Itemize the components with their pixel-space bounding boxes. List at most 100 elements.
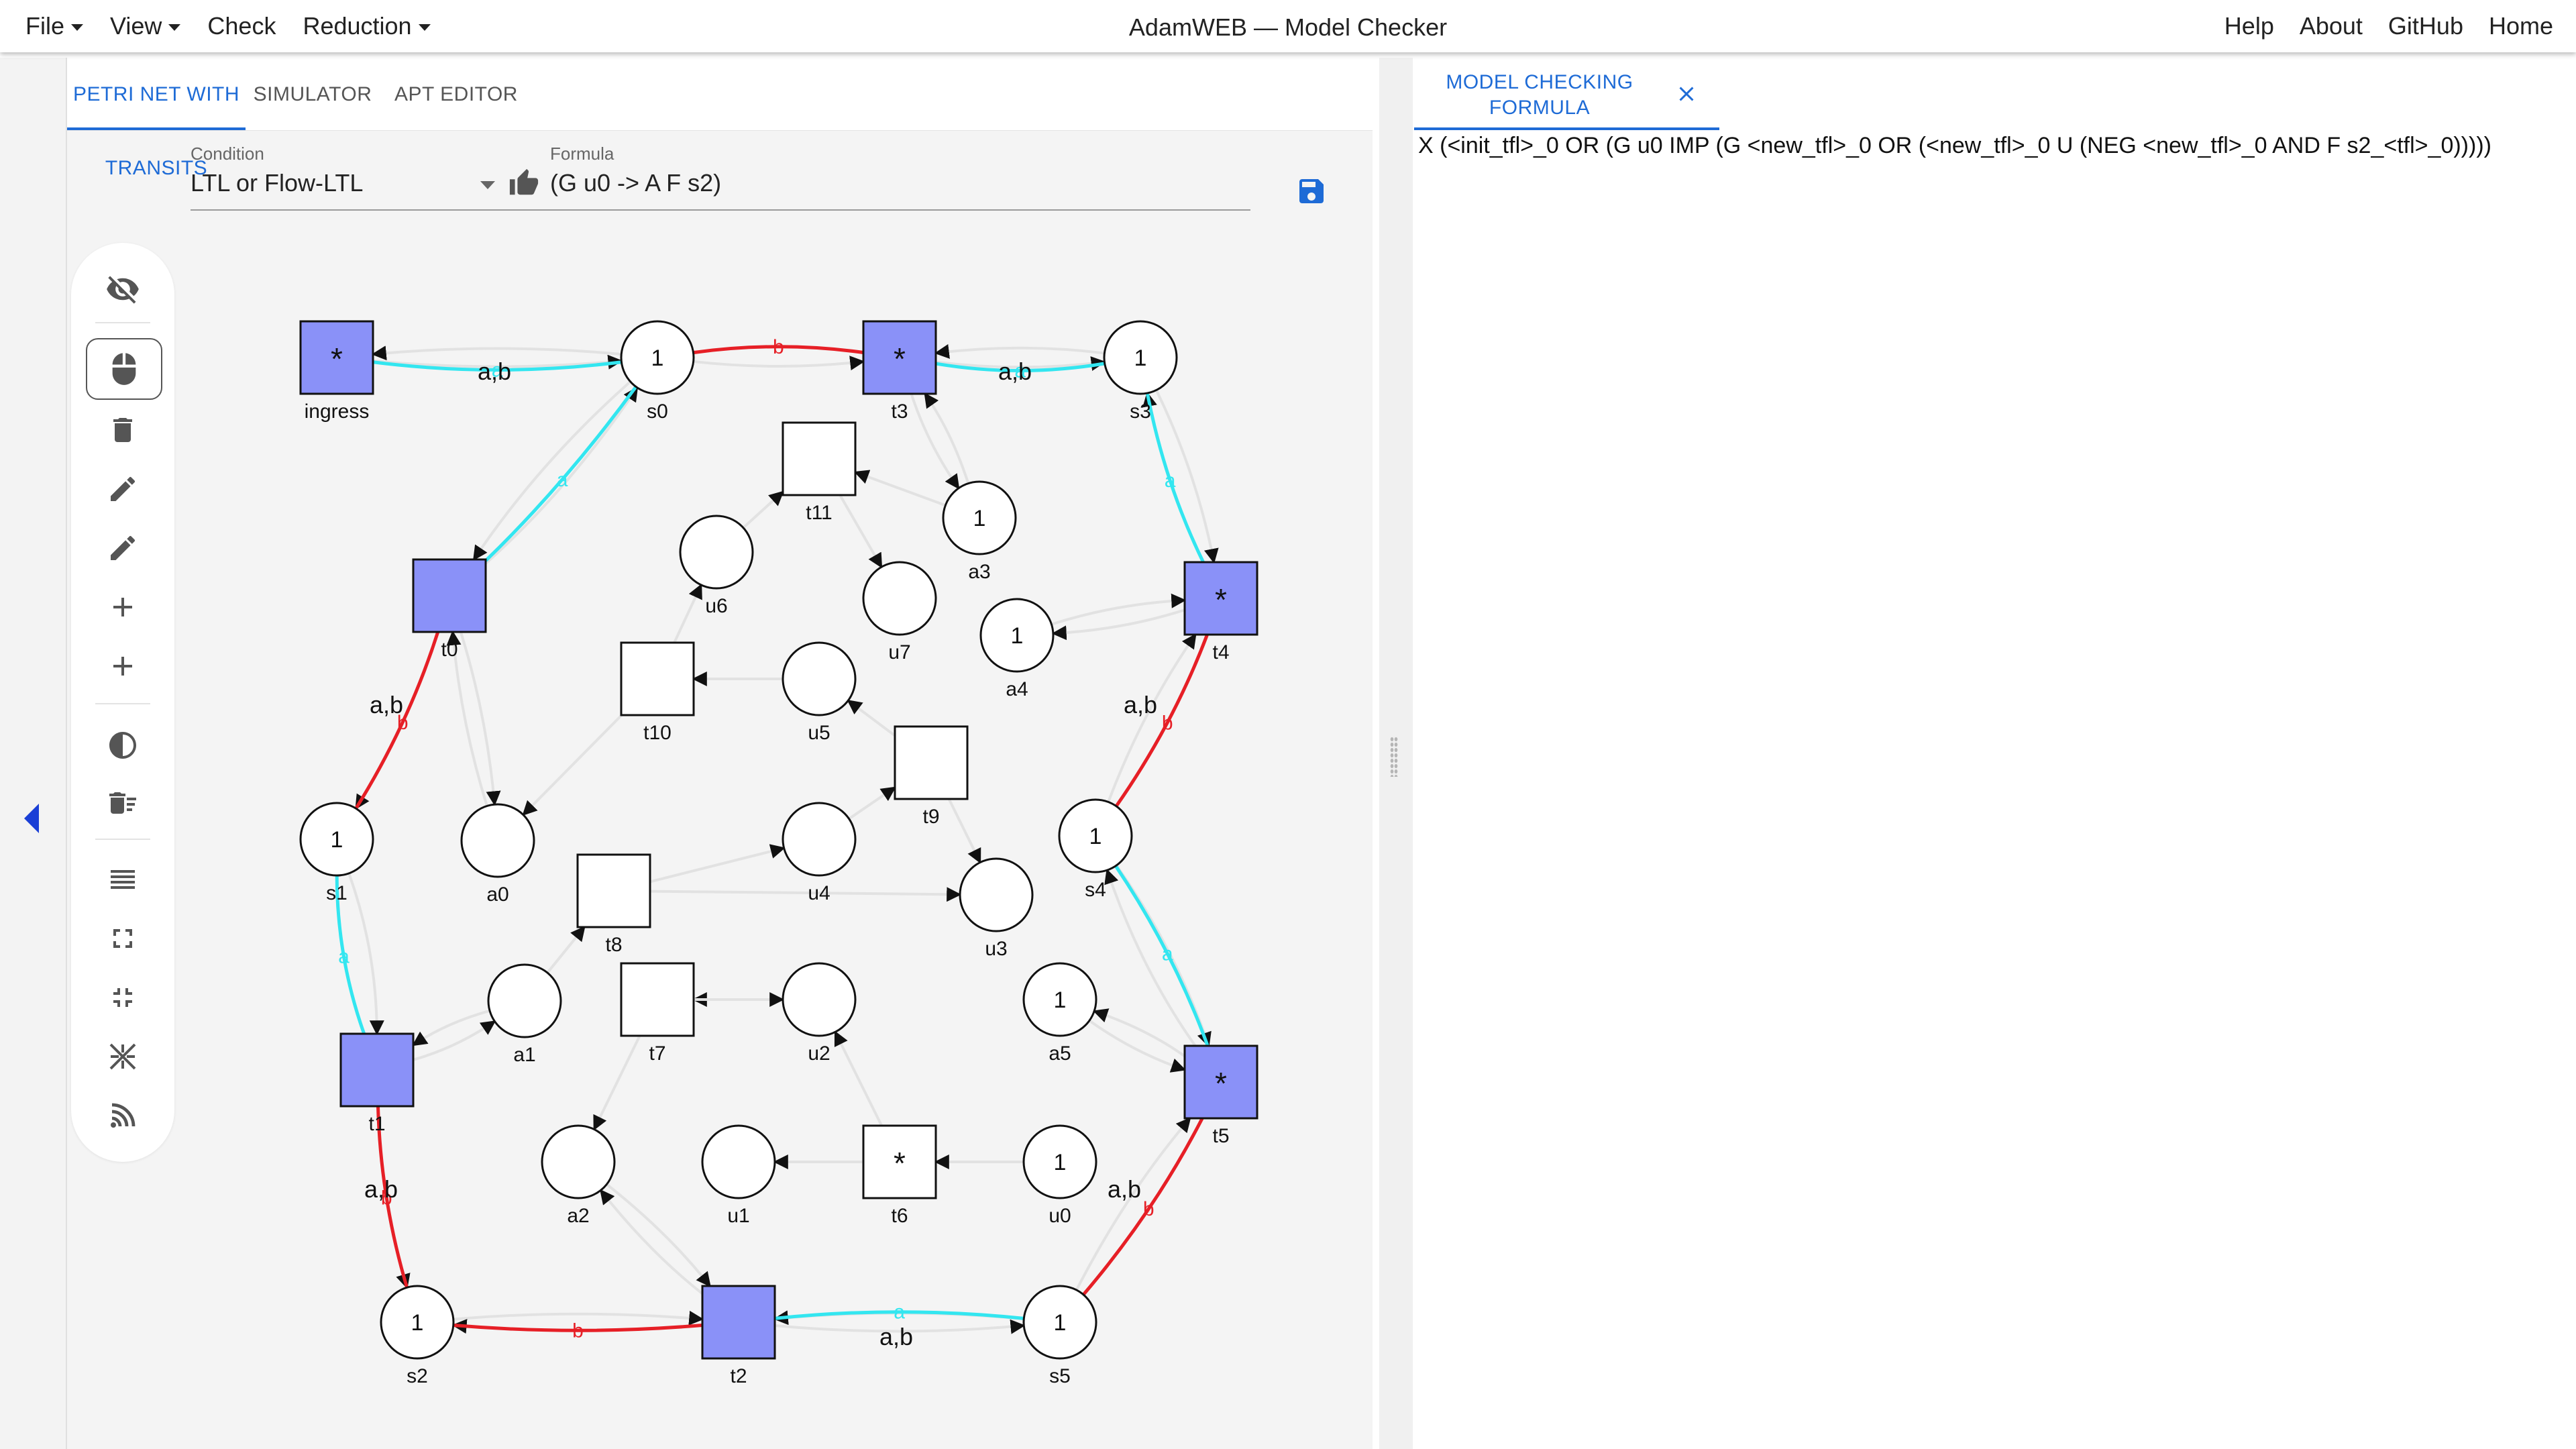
menu-help[interactable]: Help — [2224, 12, 2274, 40]
transition-box[interactable] — [862, 1124, 937, 1199]
menu-file[interactable]: File — [25, 12, 84, 40]
place-circle[interactable] — [1022, 1285, 1097, 1360]
menu-home[interactable]: Home — [2488, 12, 2553, 40]
chevron-down-icon[interactable] — [480, 181, 495, 189]
place-circle[interactable] — [1022, 1124, 1097, 1199]
transition-box[interactable] — [576, 853, 651, 928]
thumb-up-icon[interactable] — [507, 168, 541, 199]
place-u2[interactable]: u2 — [782, 962, 857, 1065]
place-u3[interactable]: u3 — [959, 857, 1034, 960]
plus-icon[interactable] — [103, 647, 142, 686]
place-a5[interactable]: 1a5 — [1022, 962, 1097, 1065]
place-circle[interactable] — [380, 1285, 455, 1360]
place-a3[interactable]: 1a3 — [942, 480, 1017, 583]
place-a4[interactable]: 1a4 — [979, 598, 1055, 700]
transition-box[interactable] — [1183, 1044, 1258, 1120]
transition-t11[interactable]: t11 — [782, 421, 857, 524]
tab-apt-editor[interactable]: APT EDITOR — [394, 83, 518, 105]
menu-view[interactable]: View — [110, 12, 181, 40]
transition-t9[interactable]: t9 — [894, 725, 969, 828]
place-circle[interactable] — [1103, 320, 1178, 395]
delete-icon[interactable] — [103, 411, 142, 449]
transition-t4[interactable]: *t4 — [1183, 561, 1258, 663]
transition-t0[interactable]: t0 — [412, 558, 487, 661]
place-circle[interactable] — [620, 320, 695, 395]
save-icon[interactable] — [1295, 175, 1328, 207]
place-s3[interactable]: 1s3 — [1103, 320, 1178, 423]
close-icon[interactable] — [1674, 82, 1699, 106]
plus-icon[interactable] — [103, 588, 142, 627]
tab-petri-net[interactable]: PETRI NET WITH TRANSITS — [67, 58, 246, 179]
place-circle[interactable] — [701, 1124, 776, 1199]
menu-reduction[interactable]: Reduction — [303, 12, 431, 40]
transition-t10[interactable]: t10 — [620, 641, 695, 744]
place-s1[interactable]: 1s1 — [299, 802, 374, 904]
transition-box[interactable] — [412, 558, 487, 633]
pencil-icon[interactable] — [103, 470, 142, 508]
transition-t1[interactable]: t1 — [339, 1032, 415, 1135]
eye-off-icon[interactable] — [103, 270, 142, 309]
place-circle[interactable] — [1022, 962, 1097, 1037]
place-circle[interactable] — [1058, 798, 1133, 873]
transition-box[interactable] — [1183, 561, 1258, 636]
transition-t5[interactable]: *t5 — [1183, 1044, 1258, 1147]
place-circle[interactable] — [942, 480, 1017, 555]
transition-t2[interactable]: t2 — [701, 1285, 776, 1387]
tab-simulator[interactable]: SIMULATOR — [253, 83, 372, 105]
place-circle[interactable] — [299, 802, 374, 877]
transition-ingress[interactable]: *ingress — [299, 320, 374, 423]
antenna-icon[interactable] — [103, 1096, 142, 1135]
place-circle[interactable] — [979, 598, 1055, 673]
transition-box[interactable] — [620, 641, 695, 716]
formula-input[interactable]: (G u0 -> A F s2) — [550, 169, 722, 197]
transition-t8[interactable]: t8 — [576, 853, 651, 956]
transition-box[interactable] — [782, 421, 857, 496]
collapse-icon[interactable] — [103, 978, 142, 1017]
transition-t7[interactable]: t7 — [620, 962, 695, 1065]
place-a2[interactable]: a2 — [541, 1124, 616, 1227]
pencil-icon[interactable] — [103, 529, 142, 568]
place-circle[interactable] — [959, 857, 1034, 932]
place-u7[interactable]: u7 — [862, 561, 937, 663]
transition-box[interactable] — [862, 320, 937, 395]
place-a1[interactable]: a1 — [487, 963, 562, 1066]
menu-check[interactable]: Check — [207, 12, 276, 40]
place-a0[interactable]: a0 — [460, 803, 535, 906]
scatter-icon[interactable] — [103, 1037, 142, 1076]
place-u1[interactable]: u1 — [701, 1124, 776, 1227]
transition-t6[interactable]: *t6 — [862, 1124, 937, 1227]
drag-handle[interactable] — [1390, 737, 1398, 777]
condition-select[interactable]: LTL or Flow-LTL — [191, 169, 364, 197]
place-circle[interactable] — [541, 1124, 616, 1199]
place-circle[interactable] — [782, 962, 857, 1037]
expand-panel-icon[interactable] — [24, 804, 39, 833]
place-s2[interactable]: 1s2 — [380, 1285, 455, 1387]
tab-model-checking-formula[interactable]: MODEL CHECKING FORMULA — [1414, 58, 1719, 130]
list-icon[interactable] — [103, 860, 142, 899]
place-u5[interactable]: u5 — [782, 641, 857, 744]
place-circle[interactable] — [862, 561, 937, 636]
transition-t3[interactable]: *t3 — [862, 320, 937, 423]
place-circle[interactable] — [782, 802, 857, 877]
place-circle[interactable] — [460, 803, 535, 878]
place-circle[interactable] — [679, 515, 754, 590]
transition-box[interactable] — [701, 1285, 776, 1360]
place-s4[interactable]: 1s4 — [1058, 798, 1133, 901]
place-u4[interactable]: u4 — [782, 802, 857, 904]
place-circle[interactable] — [782, 641, 857, 716]
menu-about[interactable]: About — [2299, 12, 2363, 40]
transition-box[interactable] — [620, 962, 695, 1037]
transition-box[interactable] — [299, 320, 374, 395]
place-u6[interactable]: u6 — [679, 515, 754, 617]
transition-box[interactable] — [339, 1032, 415, 1108]
place-circle[interactable] — [487, 963, 562, 1038]
expand-icon[interactable] — [103, 919, 142, 958]
select-mouse-button[interactable] — [86, 338, 162, 400]
menu-github[interactable]: GitHub — [2387, 12, 2463, 40]
place-u0[interactable]: 1u0 — [1022, 1124, 1097, 1227]
place-s5[interactable]: 1s5 — [1022, 1285, 1097, 1387]
delete-sweep-icon[interactable] — [103, 784, 142, 822]
contrast-icon[interactable] — [103, 726, 142, 765]
place-s0[interactable]: 1s0 — [620, 320, 695, 423]
transition-box[interactable] — [894, 725, 969, 800]
